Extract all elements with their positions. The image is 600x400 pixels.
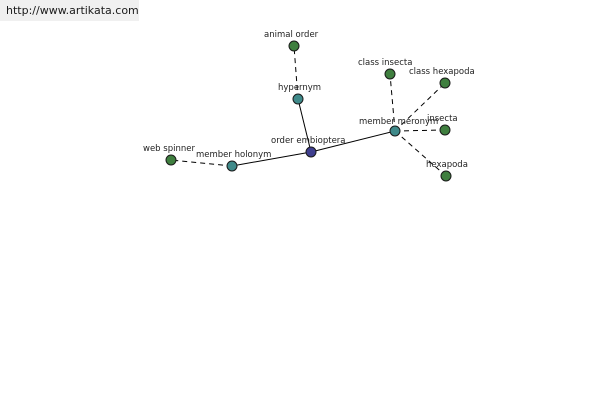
node-dot-member-meronym[interactable]: [389, 125, 401, 137]
edge-member-meronym-class-hexapoda: [394, 82, 446, 132]
node-label-class-insecta: class insecta: [358, 58, 412, 68]
node-dot-hexapoda[interactable]: [440, 170, 452, 182]
node-dot-class-hexapoda[interactable]: [439, 77, 451, 89]
node-label-member-holonym: member holonym: [196, 150, 271, 160]
edge-member-meronym-class-insecta: [389, 73, 396, 132]
watermark-url: http://www.artikata.com: [0, 0, 139, 21]
edge-order-embioptera-hypernym: [297, 98, 312, 153]
edge-member-meronym-insecta: [394, 129, 446, 132]
node-hexapoda[interactable]: hexapoda: [426, 160, 468, 182]
node-dot-order-embioptera[interactable]: [305, 146, 317, 158]
node-dot-animal-order[interactable]: [288, 40, 300, 52]
edge-member-meronym-hexapoda: [394, 130, 447, 177]
node-member-holonym[interactable]: member holonym: [196, 150, 271, 172]
node-label-web-spinner: web spinner: [143, 144, 195, 154]
node-dot-member-holonym[interactable]: [226, 160, 238, 172]
node-class-insecta[interactable]: class insecta: [358, 58, 412, 80]
node-label-hypernym: hypernym: [278, 83, 321, 93]
node-dot-web-spinner[interactable]: [165, 154, 177, 166]
node-hypernym[interactable]: hypernym: [278, 83, 321, 105]
node-label-class-hexapoda: class hexapoda: [409, 67, 475, 77]
node-label-hexapoda: hexapoda: [426, 160, 468, 170]
node-member-meronym[interactable]: member meronym: [359, 117, 438, 137]
node-dot-hypernym[interactable]: [292, 93, 304, 105]
node-label-member-meronym: member meronym: [359, 117, 438, 127]
node-label-order-embioptera: order embioptera: [271, 136, 346, 146]
node-order-embioptera[interactable]: order embioptera: [271, 136, 346, 158]
node-insecta[interactable]: insecta: [427, 114, 458, 136]
edges-layer: [170, 45, 447, 177]
nodes-layer: order embioptera hypernym animal order memb…: [143, 30, 475, 182]
node-animal-order[interactable]: animal order: [264, 30, 319, 52]
node-label-animal-order: animal order: [264, 30, 319, 40]
node-dot-class-insecta[interactable]: [384, 68, 396, 80]
edge-order-embioptera-member-meronym: [310, 130, 396, 153]
node-dot-insecta[interactable]: [439, 124, 451, 136]
node-class-hexapoda[interactable]: class hexapoda: [409, 67, 475, 89]
edge-member-holonym-web-spinner: [170, 159, 233, 167]
node-label-insecta: insecta: [427, 114, 458, 124]
node-web-spinner[interactable]: web spinner: [143, 144, 195, 166]
edge-order-embioptera-member-holonym: [231, 151, 312, 167]
